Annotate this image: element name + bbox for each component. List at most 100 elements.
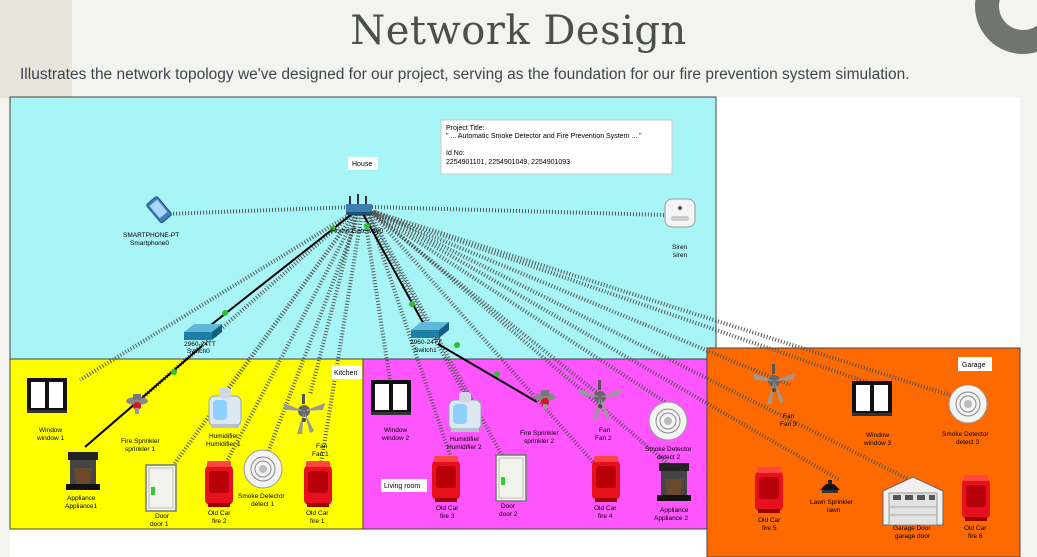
window-icon[interactable] bbox=[27, 378, 67, 413]
appliance-icon[interactable] bbox=[66, 452, 100, 490]
page-title: Network Design bbox=[350, 8, 687, 54]
appliance2-name-label: Appliance 2 bbox=[654, 515, 688, 522]
decorative-ring bbox=[975, 0, 1037, 54]
sprinkler2-name-label: sprinkler 2 bbox=[524, 438, 554, 445]
fire4-type-label: Old Car bbox=[594, 505, 617, 512]
home-gateway-icon[interactable] bbox=[346, 194, 372, 215]
garagedoor-type-label: Garage Door bbox=[893, 525, 931, 532]
fan1-type-label: Fan bbox=[316, 443, 328, 450]
fire6-name-label: fire 6 bbox=[968, 533, 983, 540]
project-info-box: Project Title: " ... Automatic Smoke Det… bbox=[440, 119, 673, 175]
window1-name-label: window 1 bbox=[36, 435, 64, 442]
door1-type-label: Door bbox=[155, 513, 170, 520]
fire3-name-label: fire 3 bbox=[440, 513, 455, 520]
smoke-detector-icon[interactable] bbox=[648, 401, 688, 441]
fire-icon[interactable] bbox=[962, 475, 990, 521]
door-icon[interactable] bbox=[495, 454, 527, 502]
fan3-type-label: Fan bbox=[783, 413, 795, 420]
fire4-name-label: fire 4 bbox=[598, 513, 613, 520]
appliance1-type-label: Appliance bbox=[67, 495, 96, 502]
detector1-type-label: Smoke Detector bbox=[238, 493, 285, 500]
project-ids: 2254901101, 2254901049, 2254901093 bbox=[446, 159, 570, 166]
fire5-type-label: Old Car bbox=[758, 517, 781, 524]
fire-icon[interactable] bbox=[205, 461, 233, 507]
fan1-name-label: Fan 1 bbox=[312, 451, 329, 458]
humidifier1-name-label: Humidifier 1 bbox=[206, 441, 241, 448]
sprinkler1-name-label: sprinkler 1 bbox=[125, 446, 155, 453]
appliance-icon[interactable] bbox=[657, 463, 691, 501]
lawn-name-label: lawn bbox=[827, 507, 841, 514]
smartphone-icon[interactable] bbox=[146, 196, 172, 224]
zone-label-living-room: Living room bbox=[381, 479, 427, 492]
garagedoor-name-label: garage door bbox=[895, 533, 931, 540]
switch0-type-label: 2960-24TT bbox=[184, 341, 216, 348]
switch1-type-label: 2960-24TT bbox=[410, 339, 442, 346]
fire3-type-label: Old Car bbox=[436, 505, 459, 512]
detector2-name-label: detect 2 bbox=[657, 454, 681, 461]
fire-icon[interactable] bbox=[304, 461, 332, 507]
door2-type-label: Door bbox=[501, 503, 516, 510]
smartphone-name-label: Smartphone0 bbox=[130, 240, 169, 247]
fire-icon[interactable] bbox=[592, 456, 620, 502]
door-icon[interactable] bbox=[145, 464, 177, 512]
door1-name-label: door 1 bbox=[150, 521, 169, 528]
lawn-sprinkler-icon[interactable] bbox=[820, 480, 840, 493]
home-gateway-label: Home Gateway0 bbox=[331, 228, 383, 235]
fan3-name-label: Fan 3 bbox=[780, 421, 797, 428]
siren-type-label: Siren bbox=[672, 244, 688, 251]
fire6-type-label: Old Car bbox=[964, 525, 987, 532]
switch0-name-label: Switch0 bbox=[187, 348, 210, 355]
siren-icon[interactable] bbox=[664, 198, 696, 228]
wireless-links bbox=[78, 205, 966, 482]
siren-name-label: siren bbox=[673, 252, 687, 259]
window1-type-label: Window bbox=[39, 427, 62, 434]
window3-type-label: Window bbox=[866, 432, 889, 439]
fire-icon[interactable] bbox=[432, 456, 460, 502]
zone-label-kitchen: Kitchen bbox=[332, 366, 362, 379]
fire-icon[interactable] bbox=[755, 467, 783, 513]
detector3-name-label: detect 3 bbox=[956, 439, 980, 446]
appliance2-type-label: Appliance bbox=[660, 507, 689, 514]
window3-name-label: window 3 bbox=[863, 440, 891, 447]
door2-name-label: door 2 bbox=[499, 511, 518, 518]
garage-door-icon[interactable] bbox=[882, 476, 944, 526]
link-status-dots bbox=[171, 223, 500, 377]
detector1-name-label: detect 1 bbox=[251, 501, 275, 508]
decorative-panel bbox=[0, 0, 72, 98]
sprinkler1-type-label: Fire Sprinkler bbox=[121, 438, 160, 445]
window2-name-label: window 2 bbox=[381, 435, 409, 442]
window-icon[interactable] bbox=[852, 381, 892, 416]
humidifier2-name-label: Humidifier 2 bbox=[447, 444, 482, 451]
humidifier1-type-label: Humidifier bbox=[209, 433, 239, 440]
svg-text:Garage: Garage bbox=[962, 362, 985, 369]
window2-type-label: Window bbox=[384, 427, 407, 434]
zone-label-house: House bbox=[348, 157, 378, 170]
zone-label-garage: Garage bbox=[958, 357, 992, 371]
svg-text:House: House bbox=[352, 161, 372, 168]
smartphone-type-label: SMARTPHONE-PT bbox=[123, 232, 179, 239]
project-title-label: Project Title: bbox=[446, 125, 485, 132]
smoke-detector-icon[interactable] bbox=[243, 449, 283, 489]
sprinkler2-type-label: Fire Sprinkler bbox=[520, 430, 559, 437]
appliance1-name-label: Appliance1 bbox=[65, 503, 98, 510]
fire1-type-label: Old Car bbox=[306, 510, 329, 517]
fan2-type-label: Fan bbox=[599, 427, 611, 434]
detector3-type-label: Smoke Detector bbox=[942, 431, 989, 438]
fan2-name-label: Fan 2 bbox=[595, 435, 612, 442]
page-subtitle: Illustrates the network topology we've d… bbox=[20, 66, 910, 83]
fire5-name-label: fire 5 bbox=[762, 525, 777, 532]
lawn-type-label: Lawn Sprinkler bbox=[810, 499, 854, 506]
switch1-name-label: Switch1 bbox=[414, 347, 437, 354]
fire1-name-label: fire 1 bbox=[310, 518, 325, 525]
detector2-type-label: Smoke Detector bbox=[645, 446, 692, 453]
fire2-type-label: Old Car bbox=[208, 510, 231, 517]
project-title: " ... Automatic Smoke Detector and Fire … bbox=[446, 133, 642, 140]
fire2-name-label: fire 2 bbox=[212, 518, 227, 525]
smoke-detector-icon[interactable] bbox=[948, 384, 988, 424]
svg-text:Kitchen: Kitchen bbox=[334, 370, 357, 377]
project-id-label: Id No: bbox=[446, 150, 465, 157]
window-icon[interactable] bbox=[371, 380, 411, 415]
svg-text:Living room: Living room bbox=[384, 483, 420, 490]
humidifier2-type-label: Humidifier bbox=[450, 436, 480, 443]
